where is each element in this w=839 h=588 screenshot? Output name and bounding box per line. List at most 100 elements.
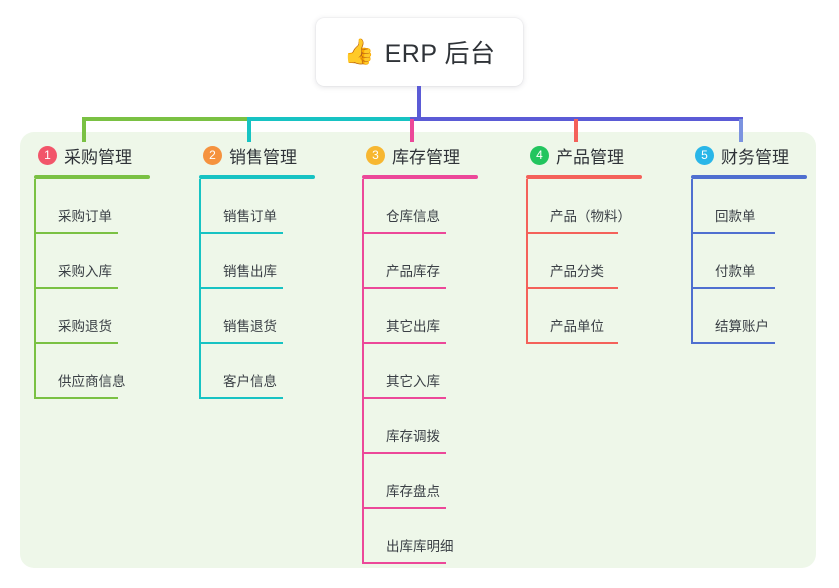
branch-item[interactable]: 采购订单 — [30, 179, 150, 234]
branch-item[interactable]: 库存盘点 — [358, 454, 478, 509]
branch-item[interactable]: 结算账户 — [687, 289, 807, 344]
branch-number-badge: 2 — [203, 145, 222, 165]
branch-item[interactable]: 销售订单 — [195, 179, 315, 234]
branch-item-list: 销售订单销售出库销售退货客户信息 — [195, 179, 315, 399]
branch-item-label: 销售订单 — [223, 209, 277, 224]
branch-header-underline — [34, 175, 150, 179]
branch-item[interactable]: 销售出库 — [195, 234, 315, 289]
branch-item-label: 采购退货 — [58, 319, 112, 334]
branch-item[interactable]: 采购退货 — [30, 289, 150, 344]
branch-item-underline — [691, 287, 775, 289]
branch-title: 销售管理 — [229, 147, 297, 167]
branch-column-5: 5 财务管理回款单付款单结算账户 — [687, 142, 807, 344]
branch-title: 财务管理 — [721, 147, 789, 167]
branch-item[interactable]: 出库库明细 — [358, 509, 478, 564]
branch-item-underline — [362, 287, 446, 289]
branch-item-label: 产品库存 — [386, 264, 440, 279]
branch-item[interactable]: 付款单 — [687, 234, 807, 289]
branch-item-label: 出库库明细 — [386, 539, 454, 554]
branch-item-underline — [34, 397, 118, 399]
branch-item-underline — [691, 342, 775, 344]
branch-item-label: 产品单位 — [550, 319, 604, 334]
branch-item-underline — [362, 342, 446, 344]
branch-item-underline — [526, 342, 618, 344]
branch-item-label: 回款单 — [715, 209, 756, 224]
branch-item[interactable]: 产品单位 — [522, 289, 642, 344]
branch-item[interactable]: 库存调拨 — [358, 399, 478, 454]
branch-item[interactable]: 产品分类 — [522, 234, 642, 289]
branch-header-5[interactable]: 5 财务管理 — [687, 142, 807, 168]
branch-item-underline — [362, 562, 446, 564]
branch-number-badge: 4 — [530, 145, 549, 165]
branch-item[interactable]: 其它出库 — [358, 289, 478, 344]
branch-header-underline — [362, 175, 478, 179]
branch-item-label: 其它出库 — [386, 319, 440, 334]
branch-item-underline — [526, 232, 618, 234]
branch-item[interactable]: 仓库信息 — [358, 179, 478, 234]
branch-item[interactable]: 其它入库 — [358, 344, 478, 399]
branch-item-underline — [199, 397, 283, 399]
branch-vertical-rail — [526, 179, 528, 344]
branch-item-underline — [362, 232, 446, 234]
branch-item-underline — [362, 397, 446, 399]
branch-column-4: 4 产品管理产品（物料） 产品分类产品单位 — [522, 142, 642, 344]
branch-number-badge: 5 — [695, 145, 714, 165]
branch-item-underline — [34, 342, 118, 344]
branch-item-underline — [691, 232, 775, 234]
branch-column-1: 1 采购管理采购订单采购入库采购退货供应商信息 — [30, 142, 150, 399]
branch-item-label: 供应商信息 — [58, 374, 126, 389]
branch-item-underline — [199, 342, 283, 344]
branch-column-2: 2 销售管理销售订单销售出库销售退货客户信息 — [195, 142, 315, 399]
root-node-card[interactable]: 👍 ERP 后台 — [316, 18, 523, 86]
branch-item-underline — [362, 507, 446, 509]
branch-number-badge: 1 — [38, 145, 57, 165]
root-node-title: ERP 后台 — [384, 40, 496, 68]
branch-title: 采购管理 — [64, 147, 132, 167]
branch-item-underline — [199, 287, 283, 289]
branch-title: 产品管理 — [556, 147, 624, 167]
branch-item-label: 仓库信息 — [386, 209, 440, 224]
branch-item-label: 销售出库 — [223, 264, 277, 279]
branch-item-list: 回款单付款单结算账户 — [687, 179, 807, 344]
branch-item[interactable]: 客户信息 — [195, 344, 315, 399]
branch-item-label: 产品（物料） — [550, 209, 631, 224]
branch-item-underline — [199, 232, 283, 234]
branch-item-label: 产品分类 — [550, 264, 604, 279]
branch-item[interactable]: 供应商信息 — [30, 344, 150, 399]
thumbs-up-icon: 👍 — [343, 37, 375, 66]
branch-vertical-rail — [691, 179, 693, 344]
branch-item-label: 结算账户 — [715, 319, 769, 334]
branch-item-list: 产品（物料） 产品分类产品单位 — [522, 179, 642, 344]
branch-header-1[interactable]: 1 采购管理 — [30, 142, 150, 168]
branch-item-list: 仓库信息产品库存其它出库其它入库库存调拨库存盘点出库库明细 — [358, 179, 478, 564]
branch-header-2[interactable]: 2 销售管理 — [195, 142, 315, 168]
branch-item-label: 库存盘点 — [386, 484, 440, 499]
branch-item[interactable]: 产品（物料） — [522, 179, 642, 234]
branch-item-label: 付款单 — [715, 264, 756, 279]
branch-header-4[interactable]: 4 产品管理 — [522, 142, 642, 168]
branch-item-label: 客户信息 — [223, 374, 277, 389]
branch-item-label: 销售退货 — [223, 319, 277, 334]
branch-item-underline — [34, 287, 118, 289]
branch-header-underline — [526, 175, 642, 179]
branch-item[interactable]: 回款单 — [687, 179, 807, 234]
branch-item[interactable]: 采购入库 — [30, 234, 150, 289]
branch-item[interactable]: 产品库存 — [358, 234, 478, 289]
branch-vertical-rail — [199, 179, 201, 399]
branch-item-underline — [34, 232, 118, 234]
branch-header-underline — [691, 175, 807, 179]
branch-item[interactable]: 销售退货 — [195, 289, 315, 344]
branch-number-badge: 3 — [366, 145, 385, 165]
branch-item-label: 其它入库 — [386, 374, 440, 389]
branch-item-underline — [526, 287, 618, 289]
branch-item-underline — [362, 452, 446, 454]
branch-item-label: 采购订单 — [58, 209, 112, 224]
branch-item-list: 采购订单采购入库采购退货供应商信息 — [30, 179, 150, 399]
branch-header-underline — [199, 175, 315, 179]
branches-panel — [20, 132, 816, 568]
branch-item-label: 库存调拨 — [386, 429, 440, 444]
